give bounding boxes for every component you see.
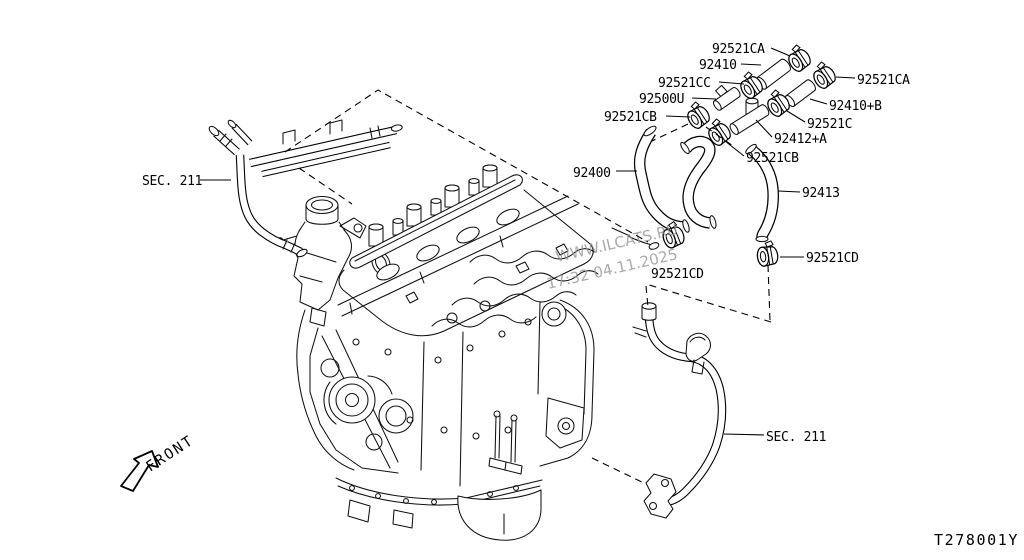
callout-hose-92400: 92400 bbox=[573, 166, 611, 181]
rail-bosses bbox=[368, 164, 498, 247]
section-ref-bottom: SEC. 211 bbox=[766, 430, 826, 445]
callout-clamp-ca-right: 92521CA bbox=[857, 73, 910, 88]
callout-clamp-ca-top: 92521CA bbox=[712, 42, 765, 57]
hose-92400 bbox=[633, 125, 690, 233]
callout-clamp-cd-right: 92521CD bbox=[806, 251, 859, 266]
callout-clamp-cc: 92521CC bbox=[658, 76, 711, 91]
leader-lines bbox=[200, 47, 856, 436]
callout-clamp-cd-left: 92521CD bbox=[651, 267, 704, 282]
callout-tee-92412a: 92412+A bbox=[774, 132, 827, 147]
bolt-circles bbox=[352, 318, 532, 440]
clamp-92521cd-right bbox=[754, 239, 780, 268]
assembly-dashed-lines bbox=[284, 89, 772, 485]
pan-bolts bbox=[349, 485, 519, 505]
callout-tube-92410b: 92410+B bbox=[829, 99, 882, 114]
connector-92500u bbox=[712, 84, 741, 111]
tee-92412a bbox=[729, 97, 770, 135]
callout-clamp-c: 92521C bbox=[807, 117, 852, 132]
clamp-92521cb-upper bbox=[681, 98, 713, 132]
callout-clamp-cb-upper: 92521CB bbox=[604, 110, 657, 125]
callout-hose-92413: 92413 bbox=[802, 186, 840, 201]
tube-92410b bbox=[784, 79, 816, 108]
engine-line-art bbox=[276, 164, 660, 541]
section-ref-left: SEC. 211 bbox=[142, 174, 202, 189]
callout-tube-92410: 92410 bbox=[699, 58, 737, 73]
hose-92413-upper bbox=[680, 135, 717, 229]
front-arrow-icon bbox=[120, 450, 159, 492]
part-callouts: 92521CA 92410 92521CC 92500U 92521CB 925… bbox=[142, 42, 910, 445]
callout-clamp-cb-lower: 92521CB bbox=[746, 151, 799, 166]
drawing-code: T278001Y bbox=[934, 531, 1019, 549]
hose-92413 bbox=[745, 143, 779, 243]
water-pipe-assembly-bottom bbox=[632, 302, 727, 519]
callout-connector-92500u: 92500U bbox=[639, 92, 684, 107]
watermark: WWW.ILCATS.RU 17:32 04.11.2025 bbox=[545, 220, 680, 293]
heater-pipe-assembly-left bbox=[208, 119, 403, 258]
front-direction-marker: FRONT bbox=[120, 433, 197, 492]
